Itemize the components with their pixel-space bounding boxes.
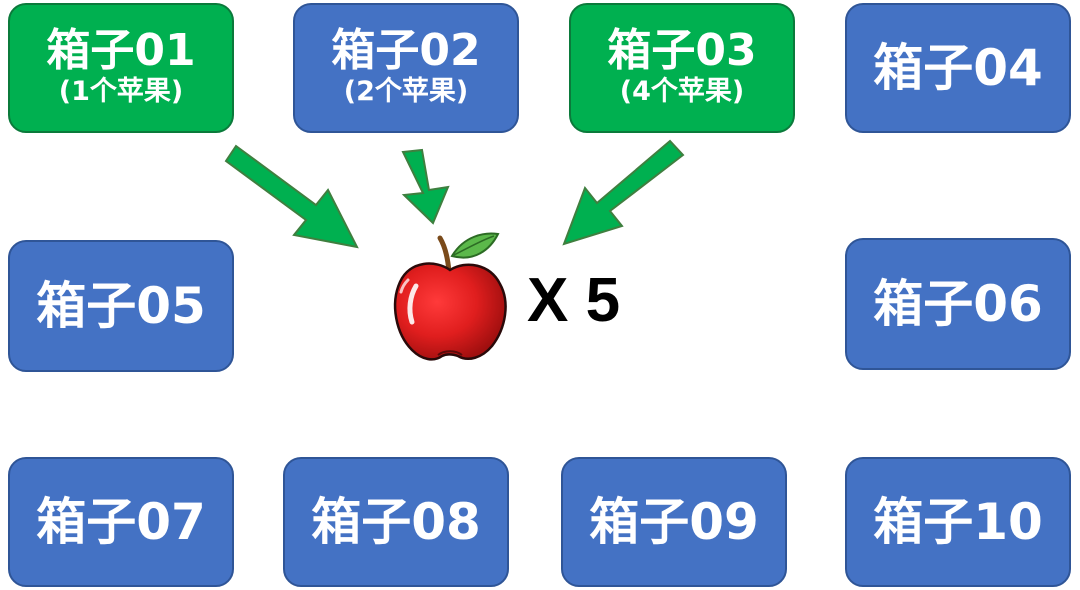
box-label: 箱子05 — [36, 276, 206, 335]
arrow-from-box-03 — [562, 139, 685, 246]
box-label: 箱子02 — [331, 24, 481, 76]
arrow-from-box-01 — [224, 144, 359, 249]
apple-icon — [393, 232, 507, 361]
box-09: 箱子09 — [561, 457, 787, 587]
box-label: 箱子10 — [873, 492, 1043, 551]
box-02: 箱子02 (2个苹果) — [293, 3, 519, 133]
arrow-from-box-02 — [401, 148, 450, 225]
box-03: 箱子03 (4个苹果) — [569, 3, 795, 133]
box-label: 箱子07 — [36, 492, 206, 551]
box-label: 箱子03 — [607, 24, 757, 76]
apple-multiplier: X 5 — [527, 266, 621, 335]
box-04: 箱子04 — [845, 3, 1071, 133]
box-07: 箱子07 — [8, 457, 234, 587]
box-08: 箱子08 — [283, 457, 509, 587]
box-10: 箱子10 — [845, 457, 1071, 587]
box-label: 箱子01 — [46, 24, 196, 76]
box-05: 箱子05 — [8, 240, 234, 372]
box-label: 箱子04 — [873, 38, 1043, 97]
box-apple-count: (1个苹果) — [58, 75, 184, 107]
box-01: 箱子01 (1个苹果) — [8, 3, 234, 133]
box-label: 箱子06 — [873, 274, 1043, 333]
box-label: 箱子08 — [311, 492, 481, 551]
box-label: 箱子09 — [589, 492, 759, 551]
box-apple-count: (4个苹果) — [619, 75, 745, 107]
box-apple-count: (2个苹果) — [343, 75, 469, 107]
box-06: 箱子06 — [845, 238, 1071, 370]
